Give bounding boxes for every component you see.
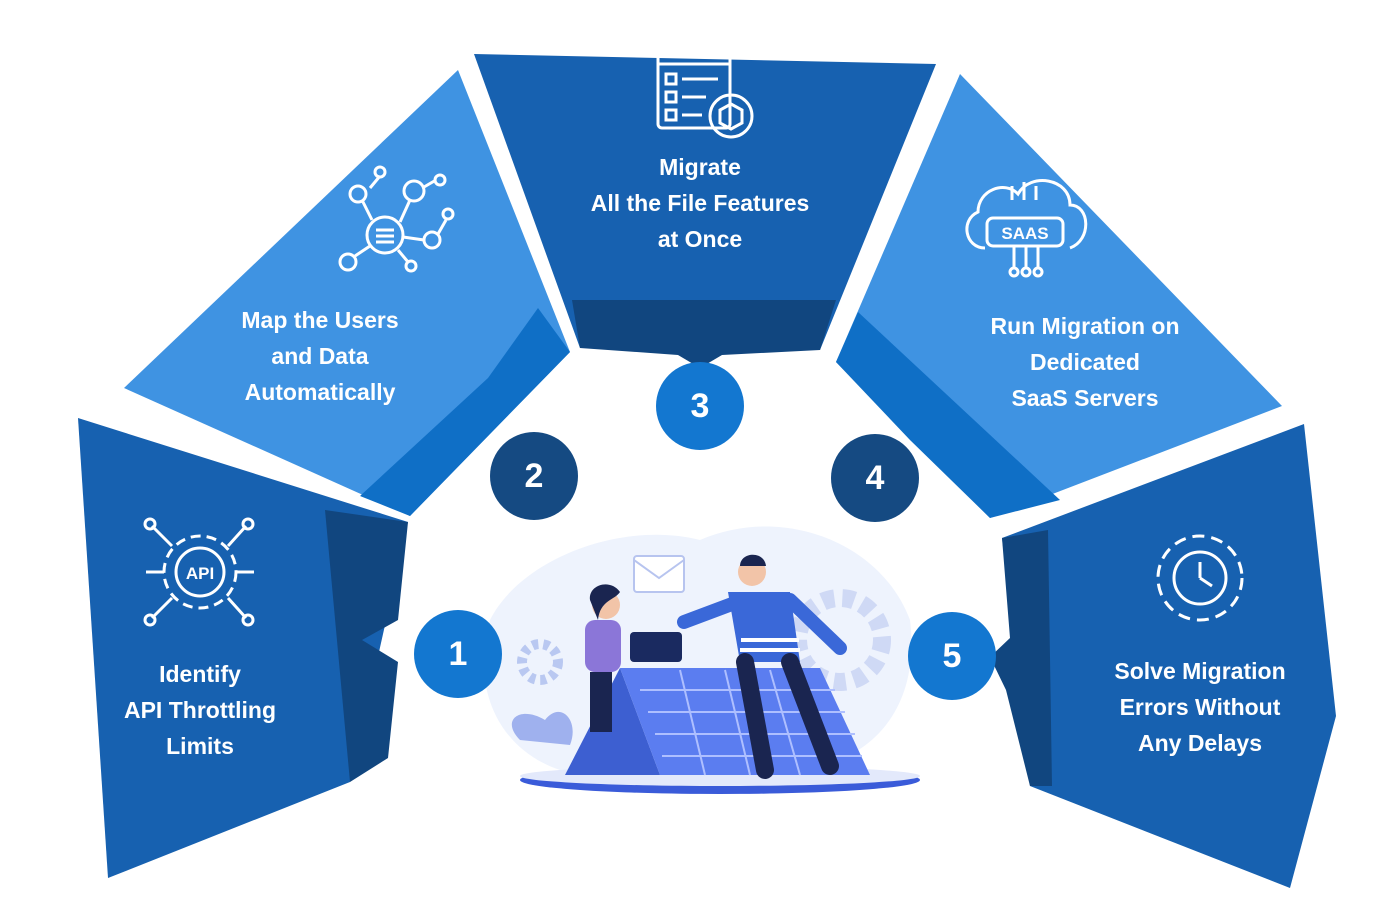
step-1-label-line: API Throttling [124, 697, 276, 723]
checklist-box-icon [656, 50, 754, 139]
saas-cloud-icon [965, 179, 1088, 278]
segment-2 [124, 70, 570, 516]
step-4-number-badge: 4 [831, 434, 919, 522]
step-3-label-line: Migrate [659, 154, 741, 180]
number-circle [656, 362, 744, 450]
number-circle [831, 434, 919, 522]
step-number-text: 2 [525, 457, 544, 495]
number-circle [414, 610, 502, 698]
step-5-number-badge: 5 [908, 612, 996, 700]
step-number-text: 4 [866, 459, 885, 497]
step-1-label-line: Identify [159, 661, 241, 687]
network-map-icon [338, 165, 455, 273]
clock-gear-icon [1156, 534, 1244, 622]
step-3-label-line: at Once [658, 226, 742, 252]
step-number-text: 3 [691, 387, 710, 425]
saas-badge-text: SAAS [1001, 224, 1048, 243]
woman-figure [585, 584, 682, 732]
envelope-icon [633, 555, 685, 593]
step-4-label-line: SaaS Servers [1011, 385, 1158, 411]
segment-3 [474, 54, 936, 368]
team-illustration [483, 526, 920, 794]
step-1-number-badge: 1 [414, 610, 502, 698]
step-2-label-line: Map the Users [241, 307, 398, 333]
api-gear-icon [143, 517, 255, 627]
step-2-label-line: Automatically [245, 379, 396, 405]
step-5-label-line: Solve Migration [1114, 658, 1285, 684]
step-2-label-line: and Data [271, 343, 368, 369]
step-1-label-line: Limits [166, 733, 234, 759]
number-circle [490, 432, 578, 520]
step-4-label-line: Run Migration on [990, 313, 1179, 339]
step-number-text: 1 [449, 635, 468, 673]
step-4-label-line: Dedicated [1030, 349, 1140, 375]
segment-5 [990, 424, 1336, 888]
small-gear-icon [517, 639, 563, 685]
number-circle [908, 612, 996, 700]
man-figure [677, 554, 847, 779]
step-5-label-line: Any Delays [1138, 730, 1262, 756]
step-2-number-badge: 2 [490, 432, 578, 520]
api-badge-text: API [186, 564, 214, 583]
segment-4 [836, 74, 1282, 518]
step-3-label-line: All the File Features [591, 190, 810, 216]
step-5-label-line: Errors Without [1120, 694, 1281, 720]
step-number-text: 5 [943, 637, 962, 675]
step-3-number-badge: 3 [656, 362, 744, 450]
